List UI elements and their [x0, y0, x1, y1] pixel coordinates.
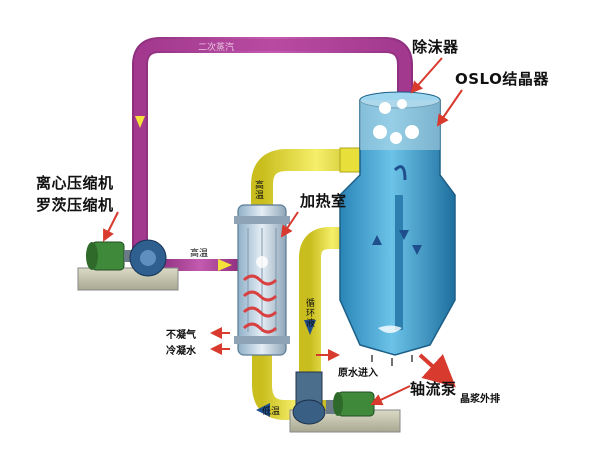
- label-slurry-out: 晶浆外排: [460, 394, 500, 405]
- label-noncondensable: 不凝气: [166, 330, 196, 341]
- label-secondary-steam: 二次蒸汽: [198, 43, 235, 53]
- label-crystallizer: OSLO结晶器: [455, 70, 549, 88]
- label-compressor-1: 离心压缩机: [36, 174, 114, 192]
- label-low-temp: 低温: [262, 407, 281, 417]
- label-high-temp-pipe: 高温: [253, 180, 263, 200]
- leader-arrow-icon: [103, 57, 463, 406]
- label-compressor-2: 罗茨压缩机: [36, 196, 114, 214]
- flow-arrow-icon: [304, 320, 316, 335]
- flow-arrow-icon: [135, 116, 145, 128]
- compressor-unit: [77, 239, 179, 291]
- motor-icon: [333, 391, 375, 417]
- label-feed-in: 原水进入: [338, 368, 378, 379]
- flow-arrow-icon: [372, 235, 382, 245]
- label-heater: 加热室: [300, 192, 347, 210]
- flow-arrow-icon: [412, 245, 422, 255]
- flow-arrow-icon: [399, 230, 409, 240]
- label-circulation: 循环液: [304, 298, 314, 328]
- flow-arrow-icon: [218, 259, 232, 271]
- secondary-steam-pipe: [132, 37, 413, 250]
- pump-unit: [289, 371, 401, 433]
- flow-arrow-icon: [256, 403, 270, 417]
- slurry-outlet-arrow: [418, 353, 456, 388]
- label-demister: 除沫器: [412, 38, 459, 56]
- motor-icon: [86, 241, 125, 271]
- return-pipe: [252, 345, 330, 420]
- label-high-temp-inlet: 高温: [190, 249, 209, 259]
- label-condensate: 冷凝水: [166, 346, 196, 357]
- crystallizer-vessel: [339, 91, 456, 366]
- heater-chamber: [234, 204, 290, 356]
- compressor-outlet-pipe: [160, 259, 240, 271]
- label-pump: 轴流泵: [410, 380, 457, 398]
